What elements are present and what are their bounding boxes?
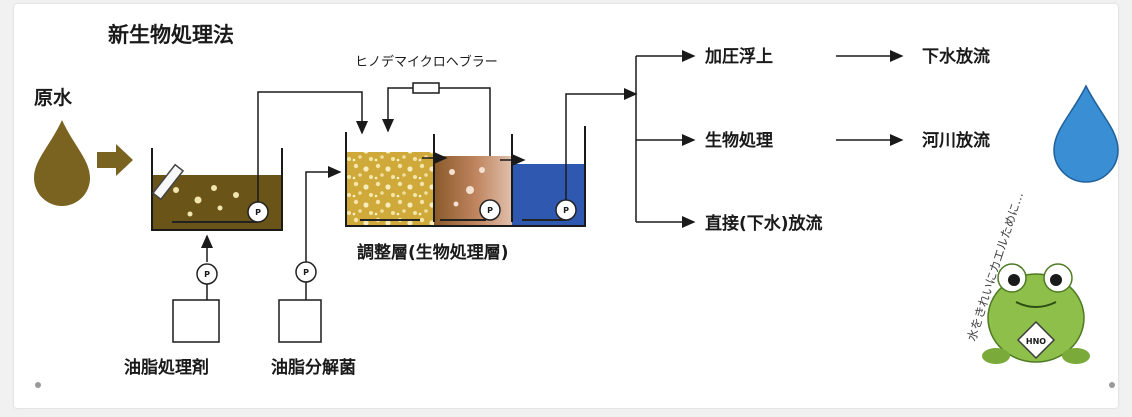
pump-icon: P [247,201,269,223]
frog-badge: HNO [1026,337,1046,346]
slide-dot [1109,382,1115,388]
output-top-process: 加圧浮上 [704,46,773,67]
output-middle-process: 生物処理 [705,130,773,151]
output-bottom-process: 直接(下水)放流 [705,213,823,234]
svg-text:P: P [487,206,493,215]
clean-water-drop-icon [1053,84,1119,183]
frog-mascot-icon: 水をきれいにカエルために… HNO [965,190,1090,364]
inflow-arrow-icon [97,144,133,176]
chemical-2-label: 油脂分解菌 [271,357,356,378]
transfer-pipe [257,91,368,202]
svg-text:P: P [563,206,569,215]
pump-icon: P [479,199,501,221]
pump-icon: P [555,199,577,221]
output-middle-result: 河川放流 [922,130,990,151]
chemical-tank-1: P [172,263,220,343]
slide-dot [35,382,41,388]
raw-water-drop-icon [34,120,90,206]
chemical-1-label: 油脂処理剤 [124,357,209,378]
raw-water-label: 原水 [34,87,73,109]
outlet-pipe [565,88,638,200]
skimmer-plate [151,163,185,201]
svg-text:P: P [255,208,261,217]
chemical-tank-2: P [278,261,322,343]
tank-label: 調整層(生物処理層) [357,242,509,263]
conditioning-tank [345,126,586,227]
svg-text:P: P [204,270,210,279]
output-top-result: 下水放流 [922,46,990,67]
diagram-title: 新生物処理法 [108,23,234,47]
dosing-pipe-2 [305,166,342,262]
svg-text:P: P [303,268,309,277]
blower-label: ヒノデマイクロヘブラー [355,54,498,70]
